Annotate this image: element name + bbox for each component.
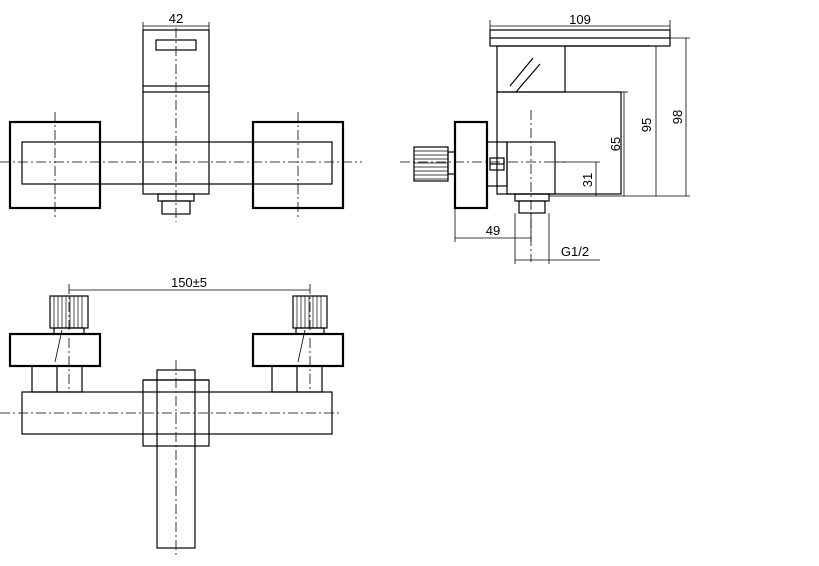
side-thread-hatching [414, 150, 448, 180]
side-body [496, 91, 622, 195]
front-thread-hatching [53, 296, 322, 328]
side-handle-block [496, 45, 566, 93]
dimension-150: 150±5 [171, 275, 207, 290]
dimension-65: 65 [608, 137, 623, 151]
side-view: 109 98 95 65 31 49 G1/2 [400, 12, 690, 264]
side-outlet-ring [514, 193, 550, 202]
dimension-109: 109 [569, 12, 591, 27]
dimension-98: 98 [670, 110, 685, 124]
side-inlet-thread [413, 146, 449, 182]
front-view: 150±5 [0, 275, 345, 556]
side-outlet [518, 200, 546, 214]
dimension-31: 31 [580, 173, 595, 187]
thread-callout: G1/2 [561, 244, 589, 259]
dimension-42: 42 [169, 11, 183, 26]
dimension-95: 95 [639, 118, 654, 132]
top-body-bar [21, 141, 333, 185]
dimension-49: 49 [486, 223, 500, 238]
side-wall-flange [453, 120, 489, 210]
top-view: 42 [0, 11, 362, 222]
side-nut [486, 141, 508, 187]
